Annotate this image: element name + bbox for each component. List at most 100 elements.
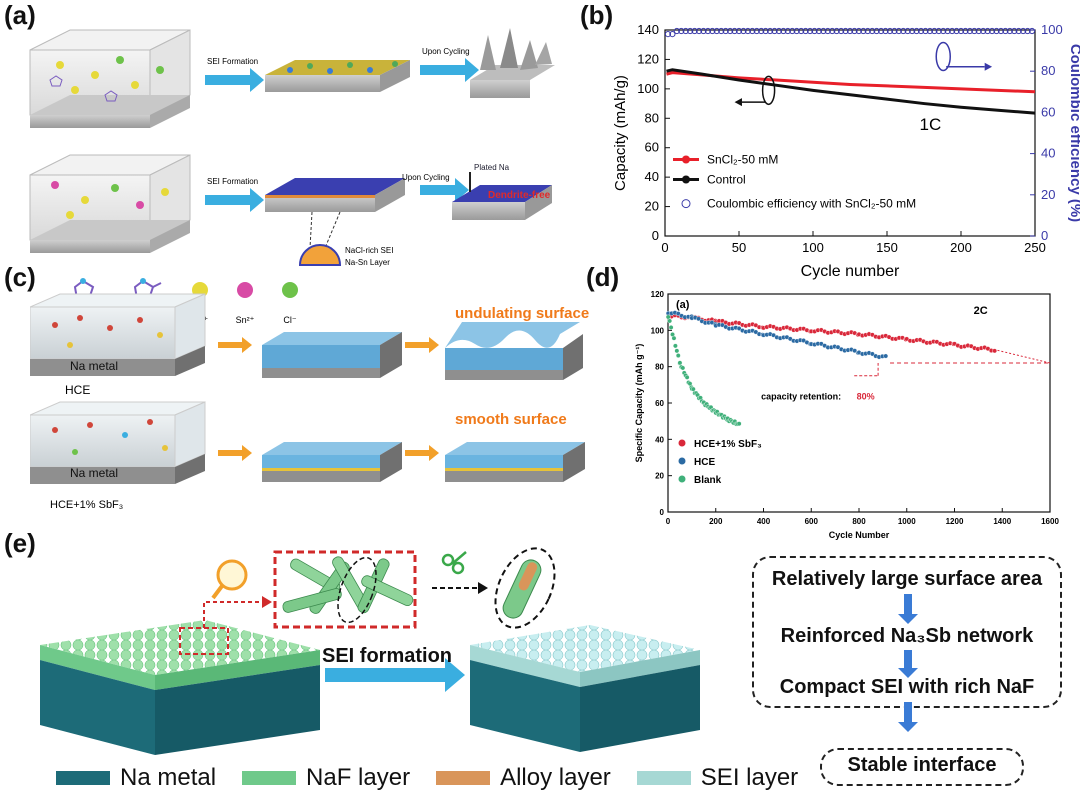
- sei-layer-swatch: [636, 771, 691, 785]
- ce-point: [753, 27, 760, 35]
- ce-point: [758, 27, 765, 35]
- data-point: [675, 311, 681, 316]
- data-point: [671, 335, 677, 341]
- ion-particles-top: [49, 56, 164, 102]
- ce-point: [886, 27, 894, 35]
- ce-point: [877, 27, 885, 35]
- ce-point: [806, 27, 814, 35]
- c-top-na-metal: Na metal: [70, 359, 118, 373]
- cl-ion-icon: [282, 282, 298, 298]
- ce-point: [846, 27, 854, 35]
- c-bottom-na-metal: Na metal: [70, 466, 118, 480]
- zoom-connector: [203, 601, 262, 628]
- y-tick-label: 80: [645, 110, 659, 125]
- ce-point: [1024, 27, 1031, 35]
- retention-value: 80%: [857, 391, 875, 401]
- zoom-magnifier-icon: [211, 559, 248, 600]
- x-tick-label: 200: [950, 240, 972, 255]
- ce-point: [891, 27, 898, 35]
- data-point: [684, 374, 690, 380]
- e-arrow-label: SEI formation: [322, 645, 452, 667]
- c-smooth-label: smooth surface: [455, 411, 567, 428]
- ce-point: [957, 27, 965, 35]
- y-axis-label: Capacity (mAh/g): [612, 75, 629, 191]
- x-tick-label: 1000: [898, 517, 916, 526]
- y2-tick-label: 0: [1041, 228, 1048, 243]
- legend-label: Blank: [694, 475, 722, 486]
- hce-flat-surface: [262, 332, 402, 378]
- ce-point: [971, 27, 978, 35]
- flow-arrow-icon: [898, 594, 918, 732]
- ce-point: [673, 27, 680, 35]
- panel-a-schematic: SEI Formation Upon Cycling SEI Formation: [29, 28, 555, 267]
- sbf3-smooth-surface-2: [445, 442, 585, 482]
- legend-marker: [678, 457, 686, 465]
- panel-c-schematic: Na metal HCE undulating surface Na metal…: [30, 293, 589, 511]
- ce-point: [815, 27, 823, 35]
- ce-point: [749, 27, 756, 35]
- ce-point: [1028, 27, 1036, 35]
- ce-point: [722, 27, 729, 35]
- y-tick-label: 60: [645, 140, 659, 155]
- nanorod-zoom-box: [273, 550, 417, 629]
- ce-point: [704, 27, 712, 35]
- ce-point: [1015, 27, 1022, 35]
- y2-tick-label: 60: [1041, 104, 1055, 119]
- panel-d-label: (d): [586, 262, 620, 292]
- ce-point: [904, 27, 911, 35]
- ce-point: [988, 27, 996, 35]
- ce-point: [851, 27, 858, 35]
- ce-point: [833, 27, 840, 35]
- a-top-step1-label: SEI Formation: [207, 57, 258, 66]
- ce-point: [691, 27, 698, 35]
- ce-point: [669, 31, 676, 38]
- data-point: [677, 360, 683, 366]
- data-point: [690, 386, 696, 392]
- y-tick-label: 100: [637, 81, 659, 96]
- ce-point: [678, 27, 685, 35]
- legend-na-metal: Na metal: [56, 764, 216, 792]
- data-point: [869, 351, 875, 357]
- ce-point: [1020, 27, 1027, 35]
- panel-e-schematic: SEI formation: [40, 547, 700, 755]
- ce-point: [895, 27, 902, 35]
- ce-point: [744, 27, 751, 35]
- e-legend: Na metal NaF layer Alloy layer SEI layer: [56, 764, 824, 792]
- ce-point: [997, 27, 1005, 35]
- series-control-legend-marker: [682, 175, 690, 184]
- sei-formation-arrow: [325, 658, 465, 692]
- single-nanorod-crosssection: [494, 547, 556, 629]
- x-tick-label: 150: [876, 240, 898, 255]
- ce-point: [784, 27, 791, 35]
- ce-point: [718, 27, 725, 35]
- ce-point: [944, 27, 951, 35]
- e-flow-step-4: Stable interface: [847, 754, 997, 776]
- x-tick-label: 100: [802, 240, 824, 255]
- sbf3-smooth-surface-1: [262, 442, 402, 482]
- ce-point: [793, 27, 800, 35]
- ce-point: [926, 27, 934, 35]
- ce-ellipse: [935, 41, 951, 72]
- rate-annotation: 2C: [974, 305, 988, 317]
- ce-point: [842, 27, 849, 35]
- ce-point: [838, 27, 845, 35]
- y2-axis-label: Coulombic efficiency (%): [1067, 44, 1080, 222]
- ce-point: [687, 27, 694, 35]
- x-tick-label: 1400: [993, 517, 1011, 526]
- ce-point: [695, 27, 703, 35]
- e-flow-step-3: Compact SEI with rich NaF: [779, 676, 1035, 698]
- e-stable-interface-box: [820, 748, 1024, 786]
- dendrite-surface-top: [470, 28, 555, 98]
- y2-tick-label: 80: [1041, 63, 1055, 78]
- ce-point: [882, 27, 889, 35]
- c-top-caption: HCE: [65, 383, 90, 397]
- series-control-line: [666, 68, 1036, 115]
- ce-point: [700, 27, 707, 35]
- ce-point: [727, 27, 734, 35]
- a-na-sn-layer-label: Na-Sn Layer: [345, 258, 390, 267]
- y-tick-label: 40: [645, 169, 659, 184]
- rate-annotation: 1C: [920, 115, 942, 134]
- data-point: [992, 348, 998, 354]
- arrow-sei-formation-top: [205, 68, 264, 92]
